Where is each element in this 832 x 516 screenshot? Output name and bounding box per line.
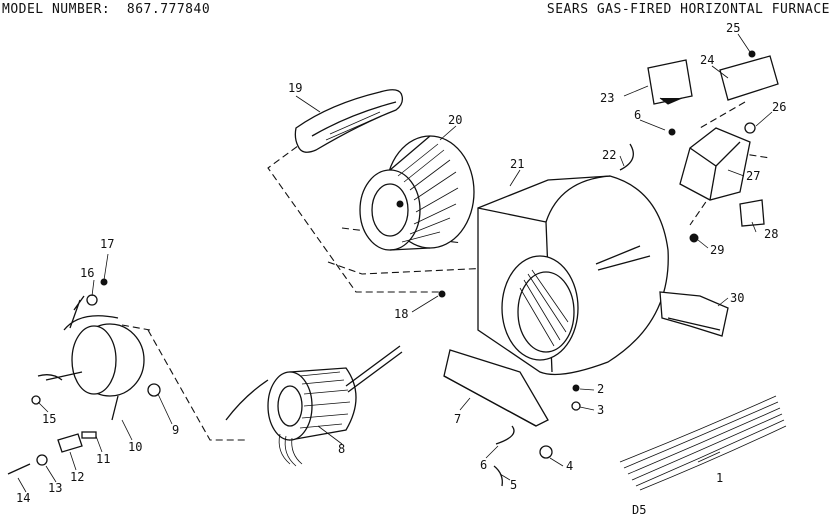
part-labels: 1 2 3 4 5 6 6 7 8 9 10 11 12 13 14 15 16… [16, 21, 786, 516]
label-part-20: 20 [448, 113, 462, 127]
label-part-8: 8 [338, 442, 345, 456]
label-part-17: 17 [100, 237, 114, 251]
label-part-28: 28 [764, 227, 778, 241]
label-part-15: 15 [42, 412, 56, 426]
diagram-code: D5 [632, 503, 646, 516]
leader-lines [17, 33, 773, 493]
label-part-21: 21 [510, 157, 524, 171]
motor-mount [37, 295, 145, 421]
blower-motor [225, 345, 403, 467]
label-part-16: 16 [80, 266, 94, 280]
label-part-2: 2 [597, 382, 604, 396]
label-part-1: 1 [716, 471, 723, 485]
support-bracket [443, 349, 549, 427]
label-part-10: 10 [128, 440, 142, 454]
label-part-7: 7 [454, 412, 461, 426]
blower-housing [477, 175, 729, 376]
label-part-3: 3 [597, 403, 604, 417]
label-part-26: 26 [772, 100, 786, 114]
label-part-9: 9 [172, 423, 179, 437]
label-part-4: 4 [566, 459, 573, 473]
wiring-harness [619, 395, 787, 491]
model-number: MODEL NUMBER: 867.777840 [2, 2, 211, 17]
hardware [7, 50, 756, 487]
label-part-22: 22 [602, 148, 616, 162]
label-part-11: 11 [96, 452, 110, 466]
label-part-12: 12 [70, 470, 84, 484]
label-part-27: 27 [746, 169, 760, 183]
label-part-13: 13 [48, 481, 62, 495]
label-part-30: 30 [730, 291, 744, 305]
diagram-title: SEARS GAS-FIRED HORIZONTAL FURNACE [546, 2, 830, 17]
label-part-29: 29 [710, 243, 724, 257]
label-part-6b: 6 [480, 458, 487, 472]
control-box [619, 55, 779, 227]
label-part-25: 25 [726, 21, 740, 35]
label-part-14: 14 [16, 491, 30, 505]
cutoff-plate [294, 89, 404, 153]
label-part-18: 18 [394, 307, 408, 321]
blower-wheel [359, 135, 475, 251]
label-part-5: 5 [510, 478, 517, 492]
label-part-24: 24 [700, 53, 714, 67]
label-part-19: 19 [288, 81, 302, 95]
label-part-6a: 6 [634, 108, 641, 122]
label-part-23: 23 [600, 91, 614, 105]
